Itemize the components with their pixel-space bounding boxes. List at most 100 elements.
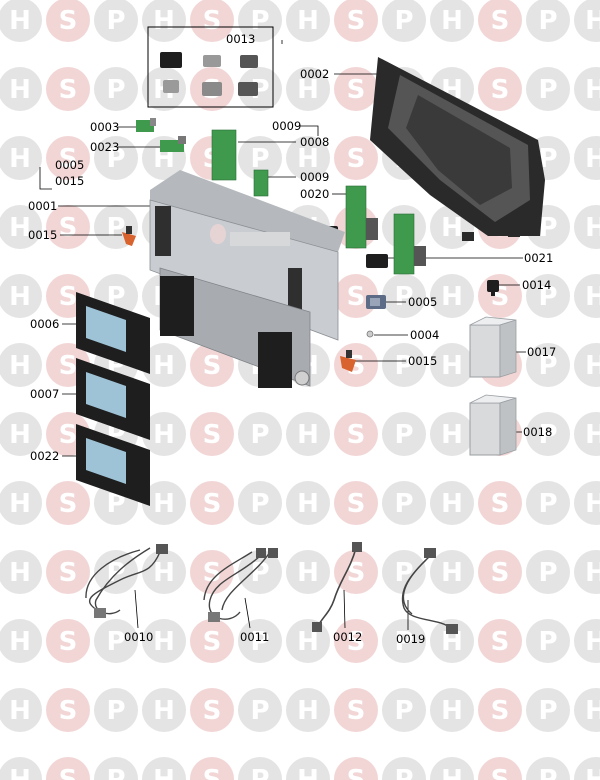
watermark-letter: H (9, 696, 31, 726)
watermark-circle (574, 136, 600, 180)
watermark-circle (334, 619, 378, 663)
label-0009: 0009 (300, 170, 330, 184)
watermark-letter: H (441, 627, 463, 657)
watermark-letter: H (9, 627, 31, 657)
part-0008-board (211, 129, 237, 181)
part-0011-harness (203, 548, 278, 622)
watermark-circle (238, 412, 282, 456)
watermark-circle (142, 412, 186, 456)
watermark-letter: P (538, 765, 557, 780)
watermark-circle (46, 0, 90, 42)
watermark-circle (574, 757, 600, 780)
watermark-circle (526, 274, 570, 318)
watermark-letter: H (585, 351, 600, 381)
watermark-circle (0, 757, 42, 780)
watermark-letter: P (394, 351, 413, 381)
watermark-letter: H (153, 6, 175, 36)
watermark-letter: H (441, 489, 463, 519)
watermark-letter: H (297, 558, 319, 588)
watermark-circle (46, 67, 90, 111)
watermark-letter: S (59, 75, 78, 105)
part-0022-display (76, 424, 150, 506)
watermark-letter: S (59, 351, 78, 381)
watermark-letter: S (203, 420, 222, 450)
watermark-circle (526, 757, 570, 780)
watermark-circle (0, 412, 42, 456)
watermark-letter: H (153, 558, 175, 588)
label-0019: 0019 (396, 632, 426, 646)
watermark-letter: H (153, 765, 175, 780)
watermark-letter: S (491, 627, 510, 657)
watermark-circle (46, 550, 90, 594)
label-0010: 0010 (124, 630, 154, 644)
part-0006-display (76, 292, 150, 374)
watermark-letter: S (203, 489, 222, 519)
watermark-circle (574, 0, 600, 42)
watermark-circle (0, 688, 42, 732)
watermark-circle (382, 274, 426, 318)
watermark-letter: P (538, 351, 557, 381)
watermark-circle (334, 481, 378, 525)
watermark-circle (190, 412, 234, 456)
watermark-letter: H (441, 558, 463, 588)
watermark-circle (46, 481, 90, 525)
watermark-circle (478, 757, 522, 780)
watermark-circle (334, 757, 378, 780)
watermark-letter: S (491, 6, 510, 36)
watermark-letter: S (59, 696, 78, 726)
watermark-circle (526, 0, 570, 42)
watermark-circle (478, 481, 522, 525)
watermark-letter: P (538, 282, 557, 312)
part-0017-enclosure (469, 316, 517, 378)
watermark-circle (238, 619, 282, 663)
watermark-letter: S (347, 282, 366, 312)
label-0002: 0002 (300, 67, 330, 81)
watermark-circle (94, 550, 138, 594)
watermark-letter: H (297, 627, 319, 657)
watermark-letter: H (153, 420, 175, 450)
watermark-letter: S (491, 765, 510, 780)
watermark-circle (478, 550, 522, 594)
label-0004: 0004 (410, 328, 440, 342)
watermark-circle (238, 0, 282, 42)
watermark-letter: H (585, 420, 600, 450)
watermark-letter: S (347, 627, 366, 657)
watermark-letter: H (297, 75, 319, 105)
watermark-circle (286, 550, 330, 594)
watermark-letter: H (9, 213, 31, 243)
watermark-circle (334, 343, 378, 387)
watermark-circle (382, 343, 426, 387)
watermark-letter: P (106, 489, 125, 519)
watermark-letter: S (59, 627, 78, 657)
watermark-circle (0, 136, 42, 180)
watermark-letter: H (297, 765, 319, 780)
part-0014-clip (487, 280, 499, 296)
watermark-circle (334, 550, 378, 594)
watermark-letter: H (9, 351, 31, 381)
label-0020: 0020 (300, 187, 330, 201)
watermark-letter: H (9, 75, 31, 105)
watermark-circle (238, 67, 282, 111)
watermark-letter: H (9, 6, 31, 36)
watermark-circle (142, 343, 186, 387)
watermark-circle (286, 67, 330, 111)
watermark-letter: H (441, 420, 463, 450)
watermark-letter: H (297, 144, 319, 174)
label-0018: 0018 (523, 425, 553, 439)
watermark-circle (382, 757, 426, 780)
watermark-letter: H (297, 489, 319, 519)
watermark-letter: P (394, 489, 413, 519)
label-0009-top: 0009 (272, 119, 302, 133)
watermark-circle (430, 274, 474, 318)
label-0015-right: 0015 (408, 354, 438, 368)
watermark-circle (46, 619, 90, 663)
watermark-letter: H (9, 765, 31, 780)
watermark-circle (238, 136, 282, 180)
watermark-circle (526, 412, 570, 456)
label-0023: 0023 (90, 140, 120, 154)
watermark-letter: S (347, 765, 366, 780)
watermark-letter: P (106, 144, 125, 174)
watermark-letter: P (250, 765, 269, 780)
part-0004-pin (366, 330, 374, 338)
